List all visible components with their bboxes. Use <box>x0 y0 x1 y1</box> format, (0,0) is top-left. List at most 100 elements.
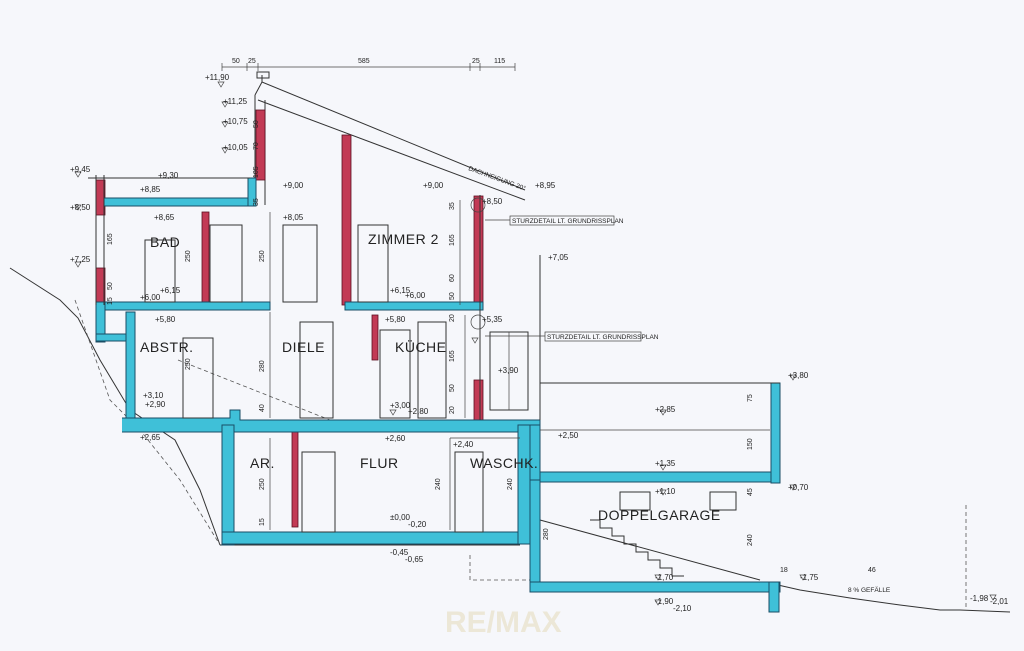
level-label: ±0,00 <box>390 513 411 522</box>
level-label: -1,75 <box>800 573 819 582</box>
dimension-label: 20 <box>449 314 456 322</box>
dimension-label: 240 <box>507 478 514 490</box>
slope-note: 8 % GEFÄLLE <box>848 586 891 594</box>
top-dimension-line <box>221 63 516 71</box>
dimension-label: 240 <box>435 478 442 490</box>
level-label: +2,40 <box>453 440 474 449</box>
level-label: +9,30 <box>158 171 179 180</box>
dimension-label: 280 <box>543 528 550 540</box>
dimension-label: 250 <box>185 358 192 370</box>
dimension-label: 280 <box>259 360 266 372</box>
level-label: +11,90 <box>205 73 230 82</box>
top-dim: 585 <box>358 58 370 65</box>
level-label: +10,05 <box>223 143 248 152</box>
level-label: +6,00 <box>140 293 161 302</box>
level-label: +8,05 <box>283 213 304 222</box>
dimension-label: 50 <box>107 282 114 290</box>
dimension-label: 46 <box>868 567 876 574</box>
dimension-label: 165 <box>449 350 456 362</box>
level-label: +7,25 <box>70 255 91 264</box>
top-dim: 25 <box>472 58 480 65</box>
level-label: +8,65 <box>154 213 175 222</box>
level-label: -1,98 <box>970 594 989 603</box>
dimension-label: 70 <box>253 142 260 150</box>
level-label: +3,10 <box>143 391 164 400</box>
concrete-structure <box>95 177 781 613</box>
doors <box>144 224 737 533</box>
room-label-diele: DIELE <box>282 339 325 355</box>
dimension-label: 40 <box>259 404 266 412</box>
level-label: -1,90 <box>655 597 674 606</box>
top-dim: 115 <box>494 58 505 65</box>
dimension-label: 240 <box>747 534 754 546</box>
dimension-label: 18 <box>780 567 788 574</box>
top-dim: 50 <box>232 58 240 65</box>
dimension-label: 165 <box>449 234 456 246</box>
note-box <box>509 215 615 226</box>
terrain <box>9 267 1011 613</box>
outline-lines <box>88 175 967 610</box>
level-label: -1,70 <box>655 573 674 582</box>
level-label: +7,05 <box>548 253 569 262</box>
top-dim: 25 <box>248 58 256 65</box>
dimension-label: 15 <box>107 297 114 305</box>
level-label: +6,00 <box>405 291 426 300</box>
level-label: -0,45 <box>390 548 409 557</box>
dimension-label: 50 <box>449 384 456 392</box>
lintel-detail-note: STURZDETAIL LT. GRUNDRISSPLAN <box>512 218 624 225</box>
dimension-label: 250 <box>259 478 266 490</box>
lintel-detail-note: STURZDETAIL LT. GRUNDRISSPLAN <box>547 334 659 341</box>
level-label: +10,75 <box>223 117 248 126</box>
room-label-abstellraum-lower: AR. <box>250 455 275 471</box>
level-label: +1,10 <box>655 487 676 496</box>
level-label: +3,80 <box>788 371 809 380</box>
garage-stairs <box>590 519 684 577</box>
room-label-flur: FLUR <box>360 455 399 471</box>
level-label: +9,45 <box>70 165 91 174</box>
level-label: -2,01 <box>990 597 1009 606</box>
level-label: +6,15 <box>160 286 181 295</box>
dimension-label: 60 <box>449 274 456 282</box>
level-label: +2,90 <box>145 400 166 409</box>
dimension-label: 20 <box>449 406 456 414</box>
level-markers <box>74 81 997 606</box>
dimension-label: 45 <box>747 488 754 496</box>
dimension-label: 35 <box>449 202 456 210</box>
level-label: +8,50 <box>482 197 503 206</box>
roof-pitch-note: DACHNEIGUNG 20° <box>467 164 527 192</box>
dimension-label: 75 <box>747 394 754 402</box>
dimension-label: 165 <box>107 233 114 245</box>
room-label-zimmer-2: ZIMMER 2 <box>368 231 439 247</box>
level-label: +6,15 <box>390 286 411 295</box>
level-label: +2,50 <box>558 431 579 440</box>
level-label: +5,35 <box>482 315 503 324</box>
room-label-waschkueche: WASCHK. <box>470 455 538 471</box>
level-label: +3,90 <box>498 366 519 375</box>
level-label: +2,80 <box>408 407 429 416</box>
room-label-abstellraum: ABSTR. <box>140 339 194 355</box>
dimension-label: 15 <box>259 518 266 526</box>
level-label: +2,85 <box>655 405 676 414</box>
level-label: +9,00 <box>423 181 444 190</box>
masonry-elements <box>95 109 484 528</box>
dimension-label: 50 <box>449 292 456 300</box>
watermark: RE/MAX <box>445 606 562 639</box>
level-label: +1,35 <box>655 459 676 468</box>
room-label-kueche: KÜCHE <box>395 338 447 355</box>
level-label: +8,95 <box>535 181 556 190</box>
level-label: +8,85 <box>140 185 161 194</box>
dimension-label: 250 <box>185 250 192 262</box>
level-label: -0,20 <box>408 520 427 529</box>
level-label: -2,10 <box>673 604 692 613</box>
dimension-label: 50 <box>253 120 260 128</box>
room-label-doppelgarage: DOPPELGARAGE <box>598 507 721 523</box>
level-label: +5,80 <box>385 315 406 324</box>
level-label: -0,65 <box>405 555 424 564</box>
level-label: +8,50 <box>70 203 91 212</box>
level-label: +11,25 <box>223 97 248 106</box>
level-label: +3,00 <box>390 401 411 410</box>
level-label: +2,65 <box>140 433 161 442</box>
level-label: +0,70 <box>788 483 809 492</box>
dimension-label: 150 <box>747 438 754 450</box>
